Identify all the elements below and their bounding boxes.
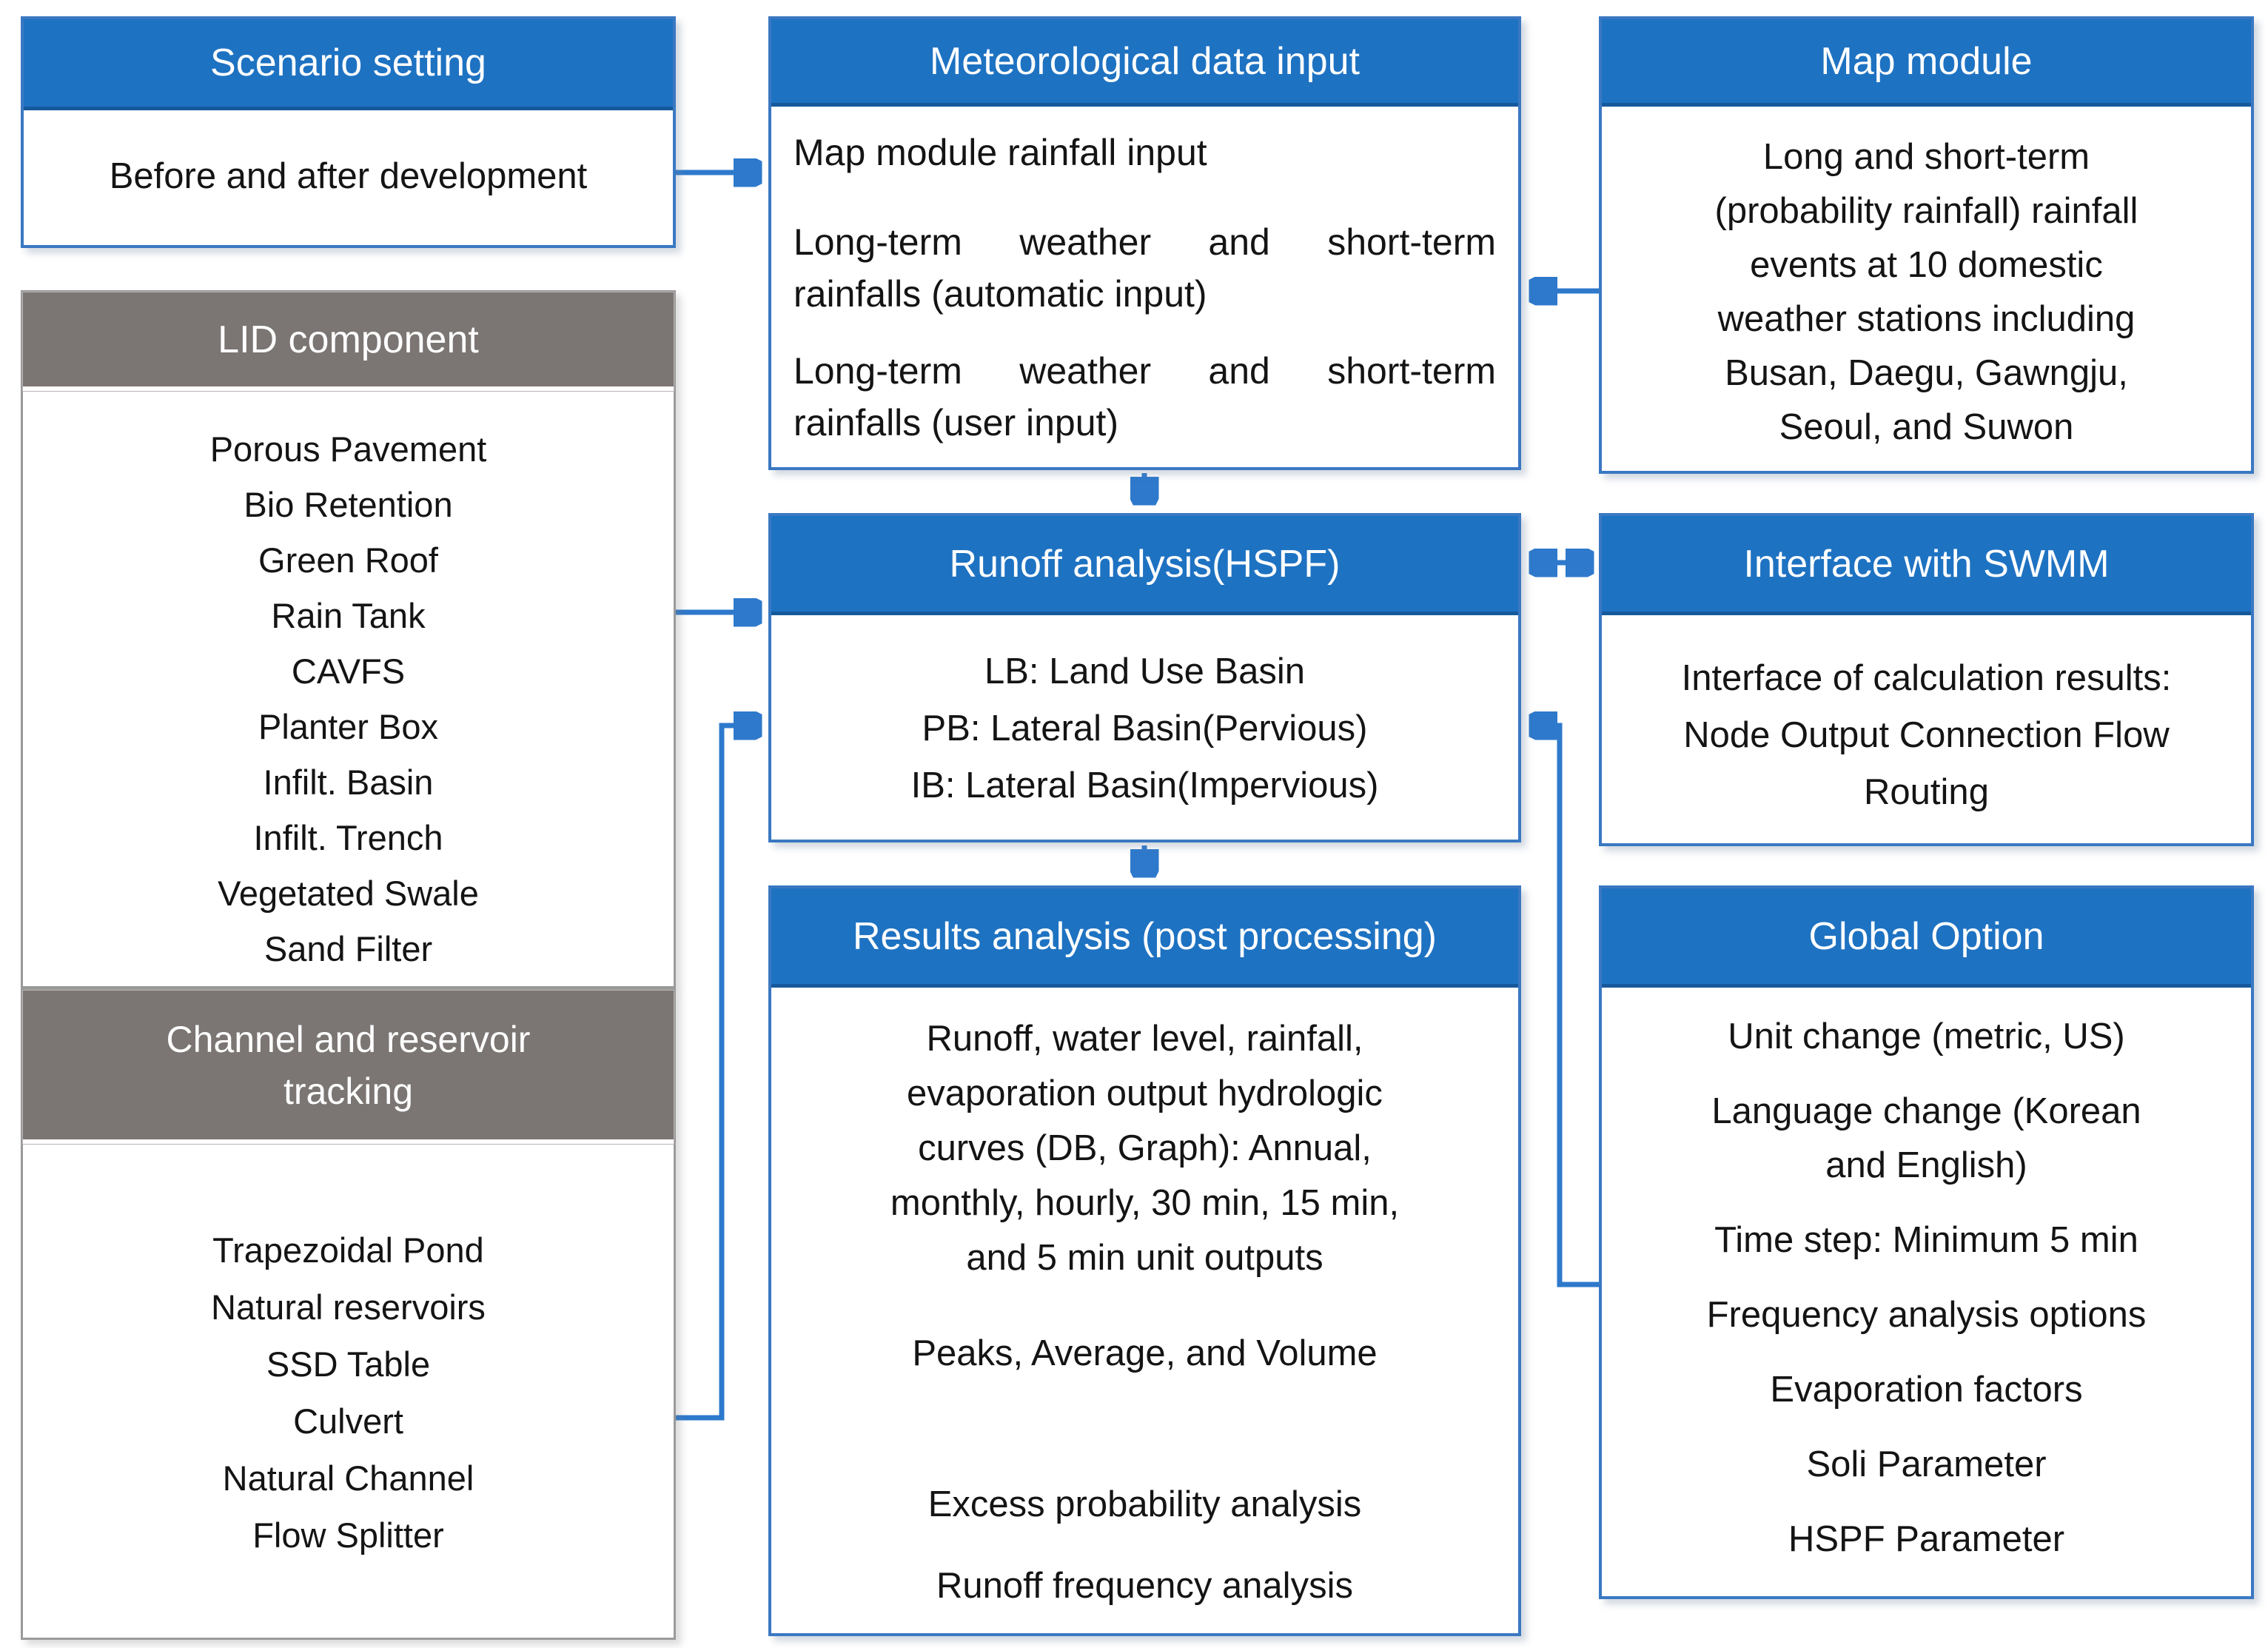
runoff-basin-line: LB: Land Use Basin [984, 652, 1306, 691]
interface-swmm-body: Interface of calculation results: Node O… [1602, 615, 2251, 821]
global-option-item-frequency-analysis: Frequency analysis options [1706, 1295, 2147, 1335]
global-option-item-language-change: Language change (Korean and English) [1602, 1085, 2251, 1193]
global-option-item-unit-change: Unit change (metric, US) [1728, 1016, 2125, 1056]
channel-item: Trapezoidal Pond [212, 1230, 484, 1270]
channel-tracking-title-line: tracking [283, 1070, 414, 1112]
map-module-line: weather stations including [1717, 299, 2136, 339]
runoff-analysis-hspf-box: Runoff analysis(HSPF) LB: Land Use Basin… [768, 513, 1521, 843]
channel-item: SSD Table [266, 1344, 431, 1384]
global-option-line: and English) [1825, 1145, 2027, 1185]
map-module-line: Busan, Daegu, Gawngju, [1725, 353, 2128, 393]
met-paragraph-line: rainfalls (automatic input) [794, 273, 1207, 315]
global-option-title: Global Option [1808, 914, 2044, 958]
lid-component-box: LID component Porous Pavement Bio Retent… [21, 290, 676, 988]
global-option-box: Global Option Unit change (metric, US) L… [1599, 885, 2254, 1599]
channel-tracking-list: Trapezoidal Pond Natural reservoirs SSD … [23, 1144, 674, 1564]
lid-component-title: LID component [218, 318, 479, 361]
map-module-box: Map module Long and short-term (probabil… [1599, 16, 2254, 474]
runoff-analysis-header: Runoff analysis(HSPF) [771, 516, 1518, 615]
results-output-line: Runoff, water level, rainfall, [926, 1019, 1363, 1059]
global-option-item-hspf-parameter: HSPF Parameter [1788, 1519, 2065, 1559]
channel-tracking-title-line: Channel and reservoir [166, 1018, 531, 1060]
scenario-setting-title: Scenario setting [210, 41, 486, 84]
met-paragraph-map-rainfall: Map module rainfall input [794, 132, 1207, 173]
interface-swmm-line: Interface of calculation results: [1681, 658, 2172, 698]
runoff-basin-line: IB: Lateral Basin(Impervious) [910, 766, 1379, 805]
results-output-line: and 5 min unit outputs [966, 1238, 1323, 1278]
global-option-item-soli-parameter: Soli Parameter [1806, 1444, 2047, 1484]
global-option-item-time-step: Time step: Minimum 5 min [1714, 1220, 2138, 1260]
lid-item: Infilt. Trench [253, 818, 443, 857]
channel-item: Flow Splitter [252, 1515, 444, 1555]
scenario-setting-box: Scenario setting Before and after develo… [21, 16, 676, 248]
map-module-line: (probability rainfall) rainfall [1714, 191, 2138, 231]
results-output-line: monthly, hourly, 30 min, 15 min, [890, 1183, 1400, 1223]
interface-with-swmm-box: Interface with SWMM Interface of calcula… [1599, 513, 2254, 846]
global-option-line: Language change (Korean [1711, 1091, 2141, 1131]
lid-item: Rain Tank [271, 596, 426, 635]
interface-swmm-title: Interface with SWMM [1743, 542, 2110, 586]
results-runoff-frequency-line: Runoff frequency analysis [936, 1566, 1353, 1606]
scenario-setting-header: Scenario setting [24, 19, 673, 110]
lid-item: Infilt. Basin [263, 763, 434, 802]
results-paragraph-outputs: Runoff, water level, rainfall, evaporati… [771, 1011, 1518, 1285]
map-module-body: Long and short-term (probability rainfal… [1602, 107, 2251, 455]
meteorological-body: Map module rainfall input Long-term weat… [771, 107, 1518, 449]
map-module-title: Map module [1820, 39, 2033, 83]
results-excess-probability-line: Excess probability analysis [927, 1484, 1362, 1524]
met-paragraph-user-input: Long-term weather and short-term rainfal… [794, 345, 1496, 449]
arrow-channel-to-runoff [676, 726, 756, 1421]
results-output-line: curves (DB, Graph): Annual, [918, 1128, 1372, 1168]
results-analysis-body: Runoff, water level, rainfall, evaporati… [771, 988, 1518, 1613]
results-output-line: evaporation output hydrologic [907, 1073, 1383, 1113]
met-paragraph-automatic-input: Long-term weather and short-term rainfal… [794, 216, 1496, 320]
meteorological-data-input-header: Meteorological data input [771, 19, 1518, 107]
map-module-line: events at 10 domestic [1750, 245, 2103, 285]
lid-item: Planter Box [258, 707, 438, 746]
results-analysis-box: Results analysis (post processing) Runof… [768, 885, 1521, 1636]
global-option-header: Global Option [1602, 888, 2251, 988]
map-module-line: Long and short-term [1762, 137, 2090, 177]
scenario-setting-text: Before and after development [109, 156, 588, 196]
global-option-item-evaporation-factors: Evaporation factors [1770, 1370, 2083, 1410]
channel-item: Natural reservoirs [211, 1287, 486, 1327]
channel-reservoir-tracking-box: Channel and reservoir tracking Trapezoid… [21, 988, 676, 1640]
lid-item: Vegetated Swale [218, 874, 479, 913]
met-paragraph-line: rainfalls (user input) [794, 402, 1119, 443]
channel-item: Natural Channel [222, 1458, 474, 1498]
runoff-basin-line: PB: Lateral Basin(Pervious) [922, 709, 1368, 748]
interface-swmm-header: Interface with SWMM [1602, 516, 2251, 615]
lid-item: Bio Retention [244, 485, 453, 524]
interface-swmm-line: Routing [1864, 772, 1989, 812]
interface-swmm-line: Node Output Connection Flow [1683, 715, 2170, 755]
met-paragraph-line: Long-term weather and short-term [794, 350, 1496, 392]
lid-item: Sand Filter [264, 929, 433, 968]
runoff-analysis-body: LB: Land Use Basin PB: Lateral Basin(Per… [771, 615, 1518, 814]
map-module-header: Map module [1602, 19, 2251, 107]
meteorological-title: Meteorological data input [929, 39, 1361, 83]
lid-item: Porous Pavement [209, 429, 487, 469]
map-module-line: Seoul, and Suwon [1779, 407, 2074, 447]
lid-item: CAVFS [291, 652, 406, 691]
scenario-setting-body: Before and after development [24, 110, 673, 242]
results-peaks-line: Peaks, Average, and Volume [912, 1333, 1378, 1373]
results-analysis-title: Results analysis (post processing) [853, 914, 1437, 958]
lid-component-header: LID component [22, 292, 674, 392]
arrow-global-to-runoff [1534, 726, 1599, 1287]
results-analysis-header: Results analysis (post processing) [771, 888, 1518, 988]
channel-item: Culvert [293, 1401, 403, 1441]
lid-component-list: Porous Pavement Bio Retention Green Roof… [23, 391, 674, 977]
channel-reservoir-tracking-header: Channel and reservoir tracking [22, 990, 674, 1145]
meteorological-data-input-box: Meteorological data input Map module rai… [768, 16, 1521, 470]
lid-item: Green Roof [258, 540, 438, 580]
runoff-analysis-title: Runoff analysis(HSPF) [949, 542, 1341, 586]
global-option-list: Unit change (metric, US) Language change… [1602, 988, 2251, 1567]
met-paragraph-line: Long-term weather and short-term [794, 221, 1496, 263]
